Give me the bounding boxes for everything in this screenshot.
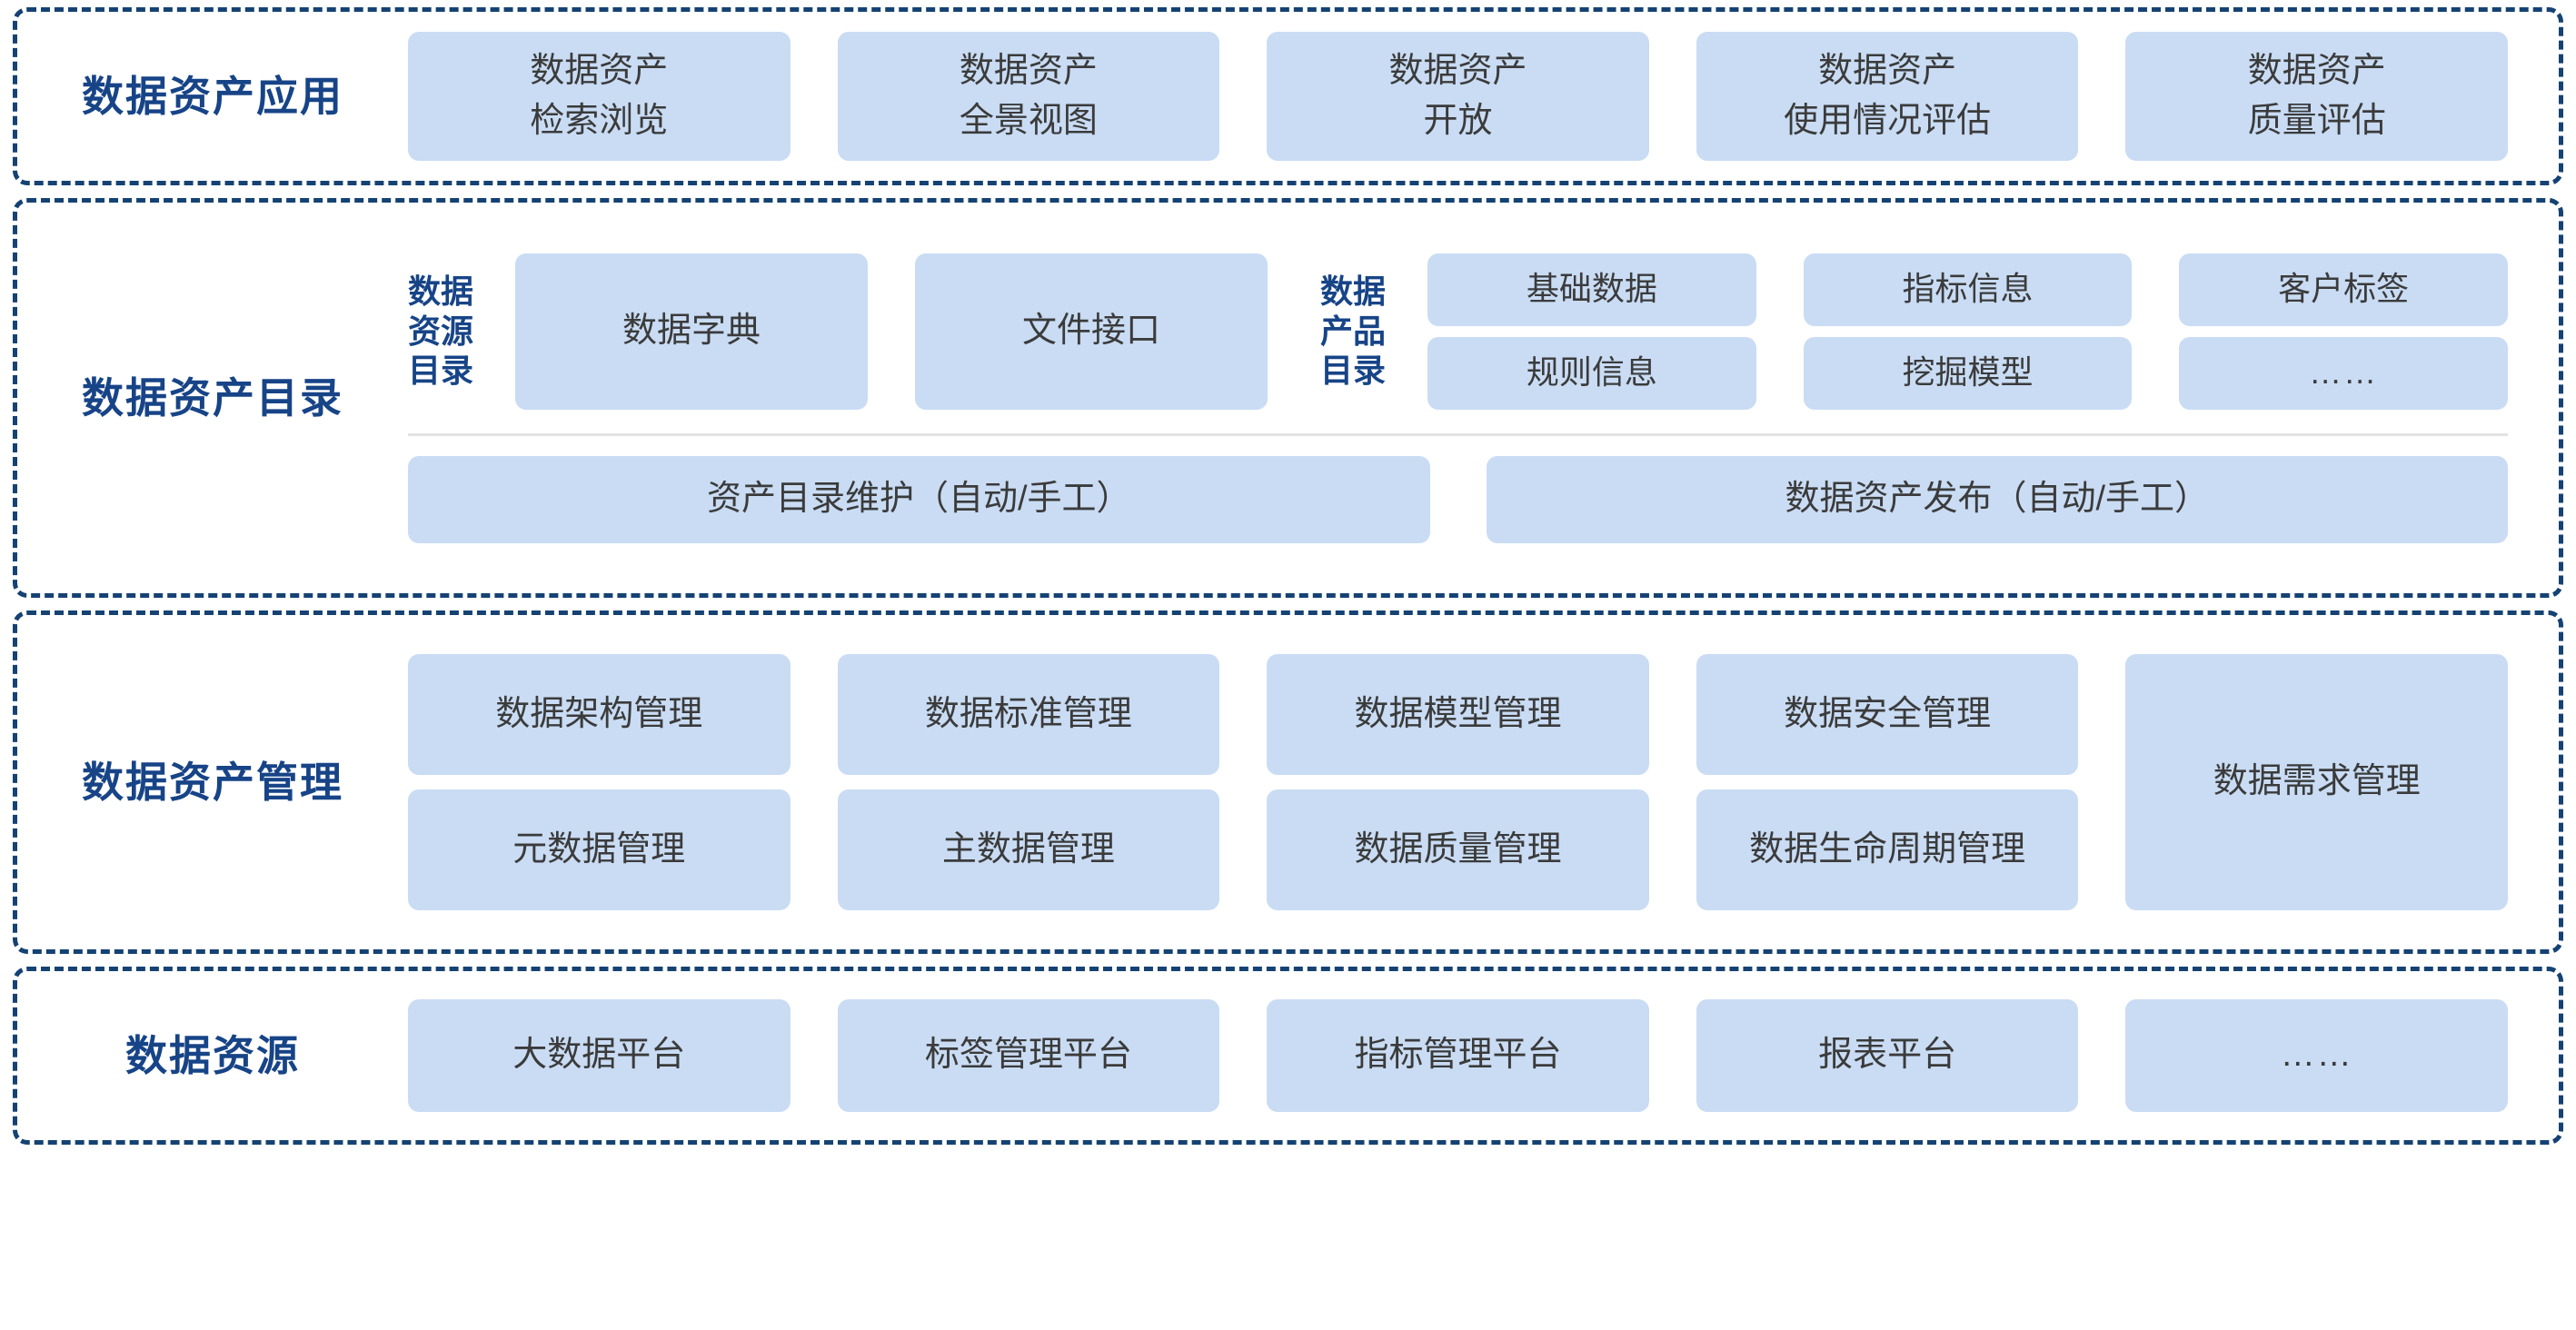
card-data-model-management[interactable]: 数据模型管理 [1267, 654, 1649, 775]
card-product-catalog-more[interactable]: …… [2179, 336, 2508, 410]
band-body-application: 数据资产 检索浏览 数据资产 全景视图 数据资产 开放 数据资产 使用情况评估 … [408, 32, 2559, 161]
band-data-asset-catalog: 数据资产目录 数据 资源 目录 数据字典 文件接口 数据 产品 目录 基础数据 … [13, 198, 2563, 598]
sub-label-resource-catalog: 数据 资源 目录 [408, 272, 474, 390]
band-data-asset-management: 数据资产管理 数据架构管理 数据标准管理 数据模型管理 数据安全管理 数据需求管… [13, 610, 2563, 954]
card-metadata-management[interactable]: 元数据管理 [408, 789, 791, 910]
card-file-interface[interactable]: 文件接口 [915, 253, 1268, 410]
card-data-security-management[interactable]: 数据安全管理 [1696, 654, 2079, 775]
card-big-data-platform[interactable]: 大数据平台 [408, 999, 791, 1112]
card-data-requirement-management[interactable]: 数据需求管理 [2125, 654, 2508, 910]
product-catalog-cards: 基础数据 指标信息 客户标签 规则信息 挖掘模型 …… [1427, 253, 2508, 410]
card-asset-quality-evaluation[interactable]: 数据资产 质量评估 [2125, 32, 2508, 161]
catalog-top-section: 数据 资源 目录 数据字典 文件接口 数据 产品 目录 基础数据 指标信息 客户… [408, 253, 2508, 410]
band-body-management: 数据架构管理 数据标准管理 数据模型管理 数据安全管理 数据需求管理 元数据管理… [408, 654, 2559, 910]
card-rule-info[interactable]: 规则信息 [1427, 336, 1756, 410]
band-data-source: 数据资源 大数据平台 标签管理平台 指标管理平台 报表平台 …… [13, 967, 2563, 1145]
resource-catalog-cards: 数据字典 文件接口 [515, 253, 1268, 410]
sub-label-product-catalog: 数据 产品 目录 [1320, 272, 1387, 390]
card-asset-publish[interactable]: 数据资产发布（自动/手工） [1486, 455, 2508, 543]
card-data-standard-management[interactable]: 数据标准管理 [837, 654, 1220, 775]
card-catalog-maintenance[interactable]: 资产目录维护（自动/手工） [408, 455, 1430, 543]
application-card-row: 数据资产 检索浏览 数据资产 全景视图 数据资产 开放 数据资产 使用情况评估 … [408, 32, 2508, 161]
band-label-management: 数据资产管理 [82, 758, 343, 806]
card-master-data-management[interactable]: 主数据管理 [837, 789, 1220, 910]
catalog-divider [408, 432, 2508, 436]
band-label-catalog: 数据资产目录 [82, 373, 343, 422]
card-customer-tag[interactable]: 客户标签 [2179, 253, 2508, 326]
card-asset-panorama-view[interactable]: 数据资产 全景视图 [837, 32, 1220, 161]
card-data-quality-management[interactable]: 数据质量管理 [1267, 789, 1649, 910]
card-data-architecture-management[interactable]: 数据架构管理 [408, 654, 791, 775]
card-asset-open[interactable]: 数据资产 开放 [1267, 32, 1649, 161]
catalog-bottom-section: 资产目录维护（自动/手工） 数据资产发布（自动/手工） [408, 455, 2508, 543]
band-data-asset-application: 数据资产应用 数据资产 检索浏览 数据资产 全景视图 数据资产 开放 数据资产 … [13, 7, 2563, 185]
card-asset-usage-evaluation[interactable]: 数据资产 使用情况评估 [1696, 32, 2079, 161]
card-indicator-management-platform[interactable]: 指标管理平台 [1267, 999, 1649, 1112]
card-indicator-info[interactable]: 指标信息 [1803, 253, 2133, 326]
card-asset-search-browse[interactable]: 数据资产 检索浏览 [408, 32, 791, 161]
card-basic-data[interactable]: 基础数据 [1427, 253, 1756, 326]
source-card-row: 大数据平台 标签管理平台 指标管理平台 报表平台 …… [408, 999, 2508, 1112]
card-data-lifecycle-management[interactable]: 数据生命周期管理 [1696, 789, 2079, 910]
band-label-source: 数据资源 [125, 1031, 300, 1079]
card-mining-model[interactable]: 挖掘模型 [1803, 336, 2133, 410]
management-card-grid: 数据架构管理 数据标准管理 数据模型管理 数据安全管理 数据需求管理 元数据管理… [408, 654, 2508, 910]
band-label-application: 数据资产应用 [82, 72, 343, 120]
card-report-platform[interactable]: 报表平台 [1696, 999, 2079, 1112]
card-data-dictionary[interactable]: 数据字典 [515, 253, 868, 410]
card-tag-management-platform[interactable]: 标签管理平台 [837, 999, 1220, 1112]
band-body-catalog: 数据 资源 目录 数据字典 文件接口 数据 产品 目录 基础数据 指标信息 客户… [408, 253, 2559, 543]
band-body-source: 大数据平台 标签管理平台 指标管理平台 报表平台 …… [408, 999, 2559, 1112]
card-data-source-more[interactable]: …… [2125, 999, 2508, 1112]
